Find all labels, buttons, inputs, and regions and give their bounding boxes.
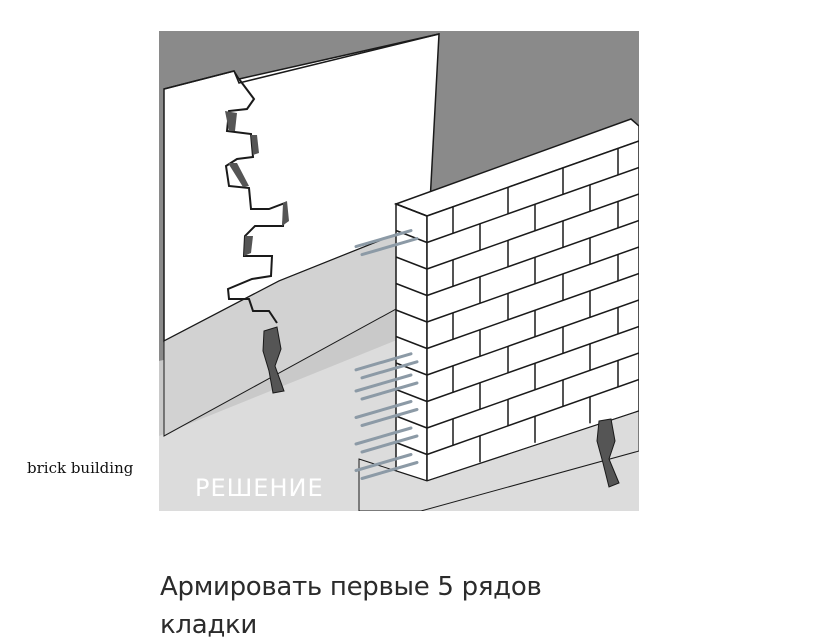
mortar-course bbox=[426, 378, 639, 456]
side-course bbox=[395, 415, 428, 429]
rebar-rod bbox=[354, 352, 413, 372]
rebar-rod bbox=[360, 237, 419, 257]
foundation-crack-right bbox=[596, 418, 620, 488]
right-foundation bbox=[358, 410, 639, 511]
crack-gap-1 bbox=[225, 111, 237, 131]
brick-mortar-lines bbox=[426, 148, 639, 463]
side-course bbox=[395, 335, 428, 350]
rebar-rod bbox=[360, 408, 419, 427]
caption: Армировать первые 5 рядов кладки bbox=[160, 572, 542, 640]
mortar-course bbox=[426, 166, 639, 244]
label-problem: ПРОБЛЕМА bbox=[278, 85, 424, 113]
rebar-rod bbox=[354, 453, 413, 472]
wall-top-edge bbox=[163, 33, 440, 90]
label-solution: РЕШЕНИЕ bbox=[195, 474, 324, 502]
brick-wall bbox=[393, 118, 639, 483]
rebar-rod bbox=[354, 373, 413, 393]
rebar-rod bbox=[354, 400, 413, 419]
crack-gap-3 bbox=[228, 163, 249, 187]
foundation-crack-left bbox=[262, 326, 285, 394]
crack-gap-4 bbox=[282, 201, 289, 226]
mortar-course bbox=[426, 352, 639, 429]
mortar-course bbox=[426, 272, 639, 350]
mortar-course bbox=[426, 219, 639, 297]
rebar-rod bbox=[354, 229, 413, 249]
rebar-rod bbox=[360, 381, 419, 401]
brick-wall-illustration: ПРОБЛЕМА РЕШЕНИЕ bbox=[159, 31, 639, 511]
side-course bbox=[395, 309, 428, 323]
mortar-course bbox=[426, 325, 639, 403]
mortar-course bbox=[426, 193, 639, 270]
image-alt-text: brick building bbox=[27, 459, 134, 477]
rebar-rod bbox=[360, 461, 419, 480]
crack-gap-5 bbox=[244, 236, 253, 256]
brick-side-lines bbox=[395, 203, 428, 456]
side-course bbox=[395, 282, 428, 297]
side-course bbox=[395, 388, 428, 403]
side-course bbox=[395, 203, 428, 217]
side-course bbox=[395, 441, 428, 456]
rebar-rod bbox=[360, 434, 419, 454]
rebar-rod bbox=[354, 426, 413, 446]
mortar-course bbox=[426, 246, 639, 323]
rebar-rod bbox=[360, 360, 419, 380]
crack-gap-2 bbox=[251, 135, 259, 155]
rebar-rods bbox=[354, 229, 419, 480]
mortar-course bbox=[426, 299, 639, 376]
ground-shadow bbox=[159, 296, 444, 436]
side-course bbox=[395, 256, 428, 270]
